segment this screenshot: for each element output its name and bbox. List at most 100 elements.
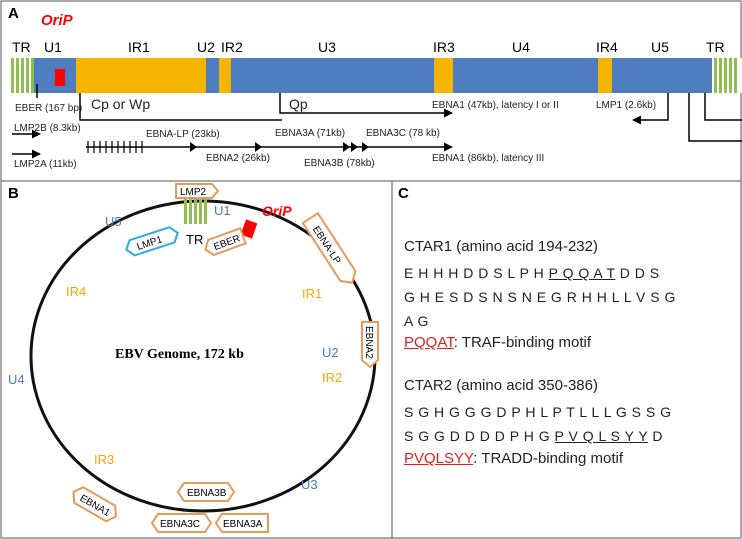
gene-lmp2: LMP2	[175, 183, 220, 199]
region-label: U4	[512, 39, 530, 55]
lmp2a-label: LMP2A (11kb)	[14, 159, 77, 170]
ctar2-motif-line: PVQLSYY: TRADD-binding motif	[404, 450, 623, 467]
seq-segment: E H H H D D S L P H	[404, 265, 549, 281]
gene-ebna3c: EBNA3C	[150, 513, 213, 533]
orip-marker-a	[55, 69, 65, 86]
ctar1-title: CTAR1 (amino acid 194-232)	[404, 238, 598, 255]
ebna2-label: EBNA2 (26kb)	[206, 153, 270, 164]
ebna3b-label: EBNA3B (78kb)	[304, 158, 375, 169]
region-u2: U2	[322, 345, 339, 360]
orip-label-a: OriP	[41, 12, 74, 29]
region-labels-a: TR U1 IR1 U2 IR2 U3 IR3 U4 IR4 U5 TR	[12, 39, 725, 55]
tr-repeats-circle	[184, 198, 207, 224]
region-labels-b: U1 U5 IR1 IR4 U2 IR2 U4 IR3 U3	[8, 203, 342, 492]
lmp2-right-line	[688, 93, 742, 142]
qp-transcript-arrow	[279, 93, 453, 118]
ebna3a-label: EBNA3A (71kb)	[275, 128, 345, 139]
ctar2-title: CTAR2 (amino acid 350-386)	[404, 377, 598, 394]
region-label: U2	[197, 39, 215, 55]
lmp1-label: LMP1 (2.6kb)	[596, 100, 656, 111]
lmp1-transcript-arrow	[632, 93, 669, 125]
region-label: TR	[706, 39, 725, 55]
exon-arrowheads	[190, 142, 369, 152]
svg-text:EBNA3A: EBNA3A	[223, 519, 263, 530]
region-u1: U1	[214, 203, 231, 218]
ir4-segment	[598, 58, 612, 93]
region-label: IR4	[596, 39, 618, 55]
ebna3a-arrow	[343, 142, 350, 152]
seq-segment: D D S	[615, 265, 660, 281]
ebna1-latency1-label: EBNA1 (47kb), latency I or II	[432, 100, 559, 111]
svg-text:EBNA3B: EBNA3B	[187, 488, 227, 499]
gene-lmp1: LMP1	[125, 226, 179, 257]
svg-text:LMP2: LMP2	[180, 187, 207, 198]
ir3-segment	[434, 58, 453, 93]
transcript-lines	[12, 84, 742, 159]
tradd-motif-label: PVQLSYY	[404, 450, 474, 467]
orip-marker-b	[240, 219, 258, 239]
genome-title: EBV Genome, 172 kb	[115, 347, 244, 362]
traf-motif-desc: : TRAF-binding motif	[453, 334, 592, 351]
ebna-lp-end-arrow	[190, 142, 197, 152]
traf-motif-sequence: P Q Q A T	[548, 265, 616, 281]
region-label: TR	[12, 39, 31, 55]
region-label: U3	[318, 39, 336, 55]
tr-left-repeats	[10, 58, 34, 93]
ebna-lp-repeats	[87, 141, 143, 153]
region-label: U1	[44, 39, 62, 55]
panel-label-a: A	[8, 5, 19, 22]
tradd-motif-sequence: P V Q L S Y Y	[554, 428, 648, 444]
genome-bar	[10, 58, 742, 93]
ebna1-latency3-label: EBNA1 (86kb), latency III	[432, 153, 544, 164]
tr-right-line	[704, 93, 742, 121]
ir1-segment	[76, 58, 206, 93]
region-label: IR1	[128, 39, 150, 55]
ctar1-sequence-line-1: E H H H D D S L P H P Q Q A T D D S	[404, 265, 660, 281]
region-label: IR3	[433, 39, 455, 55]
region-ir4: IR4	[66, 284, 86, 299]
gene-eber: EBER	[204, 227, 247, 257]
ebna-lp-label: EBNA-LP (23kb)	[146, 129, 220, 140]
ebna3b-arrow	[351, 142, 358, 152]
region-u3: U3	[301, 477, 318, 492]
traf-motif-label: PQQAT	[404, 334, 454, 351]
region-label: IR2	[221, 39, 243, 55]
region-u4: U4	[8, 372, 25, 387]
seq-segment: D	[647, 428, 663, 444]
region-u5: U5	[105, 214, 122, 229]
panel-label-c: C	[398, 185, 409, 202]
ebna3c-arrow	[362, 142, 369, 152]
tr-right-repeats	[712, 58, 742, 93]
orip-label-b: OriP	[262, 203, 292, 219]
seq-segment: S G G D D D D P H G	[404, 428, 555, 444]
cp-wp-line	[79, 93, 282, 121]
gene-ebna1: EBNA1	[72, 486, 117, 523]
region-ir3: IR3	[94, 452, 114, 467]
gene-boxes: LMP2 LMP1 EBER EBNA-LP EBNA2 EBNA3B EBNA…	[72, 183, 379, 533]
cp-wp-label: Cp or Wp	[91, 96, 150, 112]
svg-text:EBNA2: EBNA2	[363, 326, 374, 359]
ir2-segment	[219, 58, 231, 93]
svg-text:EBNA3C: EBNA3C	[160, 519, 200, 530]
panel-label-b: B	[8, 185, 19, 202]
lmp2b-label: LMP2B (8.3kb)	[14, 123, 81, 134]
ctar1-sequence-line-2: G H E S D S N S N E G R H H L L V S G	[404, 289, 676, 305]
tradd-motif-desc: : TRADD-binding motif	[473, 450, 623, 467]
region-label: U5	[651, 39, 669, 55]
region-ir2: IR2	[322, 370, 342, 385]
ctar2-sequence-line-2: S G G D D D D P H G P V Q L S Y Y D	[404, 428, 663, 444]
gene-ebna3b: EBNA3B	[176, 482, 236, 502]
region-ir1: IR1	[302, 286, 322, 301]
eber-label: EBER (167 bp)	[15, 103, 82, 114]
ctar2-sequence-line-1: S G H G G G D P H L P T L L L G S S G	[404, 404, 672, 420]
transcript-labels: EBER (167 bp) Cp or Wp Qp EBNA1 (47kb), …	[14, 96, 656, 170]
tr-label-b: TR	[186, 232, 203, 247]
ctar1-motif-line: PQQAT: TRAF-binding motif	[404, 334, 591, 351]
gene-ebna-lp: EBNA-LP	[301, 211, 357, 284]
qp-label: Qp	[289, 96, 308, 112]
ctar1-sequence-line-3: A G	[404, 313, 429, 329]
gene-ebna3a: EBNA3A	[214, 513, 269, 533]
